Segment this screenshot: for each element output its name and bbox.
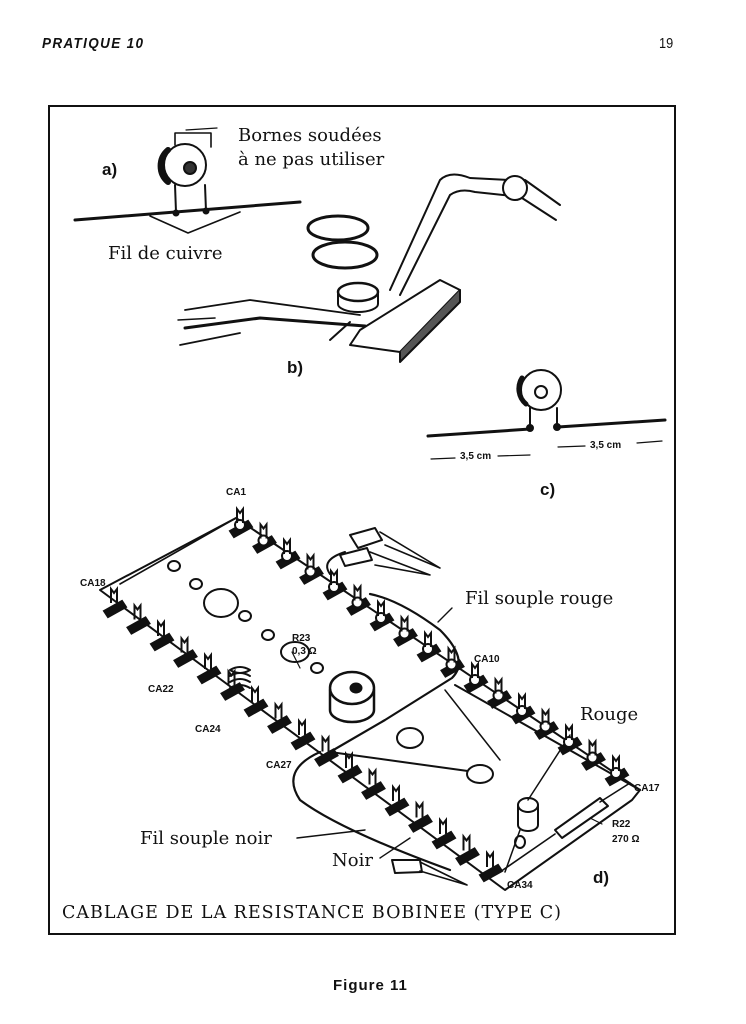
terminal-lug-icon <box>557 723 583 756</box>
terminal-lug-icon <box>196 652 222 685</box>
terminal-lug-icon <box>408 800 433 833</box>
callout-bornes-line2: à ne pas utiliser <box>238 149 385 170</box>
terminal-lug-icon <box>252 521 277 554</box>
panel-b-marker: b) <box>287 358 304 377</box>
callout-bornes-line1: Bornes soudées <box>238 125 382 146</box>
terminal-lug-icon <box>275 537 301 570</box>
terminal-lug-icon <box>581 738 606 771</box>
terminal-lug-icon <box>416 630 442 663</box>
terminal-lug-icon <box>346 583 371 616</box>
panel-b-drawing <box>177 173 561 363</box>
terminal-lug-icon <box>455 833 480 866</box>
r23-value: 0,3 Ω <box>292 646 317 657</box>
running-head: PRATIQUE 10 <box>42 35 145 52</box>
dimension-right: 3,5 cm <box>590 440 622 451</box>
terminal-lug-icon <box>299 552 324 585</box>
terminal-ca27: CA27 <box>266 760 292 771</box>
terminal-lug-icon <box>431 817 457 850</box>
terminal-lug-icon <box>534 707 559 740</box>
figure-frame <box>48 105 676 935</box>
terminal-lug-icon <box>463 661 489 694</box>
r22-name: R22 <box>612 819 631 830</box>
black-wire-label: Fil souple noir <box>140 828 272 849</box>
page-number: 19 <box>659 35 674 52</box>
terminal-lug-icon <box>361 767 386 800</box>
terminal-lug-icon <box>290 718 316 751</box>
terminal-lug-icon <box>322 568 348 601</box>
r23-name: R23 <box>292 633 311 644</box>
terminal-ca18: CA18 <box>80 578 106 589</box>
terminal-lug-icon <box>149 619 175 652</box>
terminal-lug-icon <box>228 506 254 539</box>
black-label: Noir <box>332 850 373 871</box>
terminal-lug-icon <box>243 685 269 718</box>
terminal-ca22: CA22 <box>148 684 174 695</box>
terminal-lug-icon <box>440 645 465 678</box>
terminal-lug-icon <box>102 586 128 619</box>
copper-wire-label: Fil de cuivre <box>108 243 223 264</box>
terminal-ca34: CA34 <box>507 880 533 891</box>
terminal-lug-icon <box>314 734 339 767</box>
terminal-lug-icon <box>393 614 418 647</box>
panel-a-drawing <box>73 127 302 234</box>
terminal-lug-icon <box>478 850 504 883</box>
terminal-lug-icon <box>126 602 151 635</box>
red-label: Rouge <box>580 704 639 725</box>
terminal-ca1: CA1 <box>226 487 247 498</box>
r22-value: 270 Ω <box>612 834 640 845</box>
terminal-lug-icon <box>267 701 292 734</box>
terminal-lug-icon <box>337 751 363 784</box>
panel-c-drawing <box>426 369 667 460</box>
terminal-lug-icon <box>604 754 630 787</box>
terminal-ca24: CA24 <box>195 724 221 735</box>
terminal-lug-icon <box>173 635 198 668</box>
terminal-ca17: CA17 <box>634 783 660 794</box>
terminal-lug-icon <box>369 599 395 632</box>
terminal-lug-icon <box>384 784 410 817</box>
terminal-ca10: CA10 <box>474 654 500 665</box>
panel-a-marker: a) <box>102 160 118 179</box>
terminal-lug-icon <box>220 668 245 701</box>
terminal-lug-icon <box>487 676 512 709</box>
terminal-lug-icon <box>510 692 536 725</box>
panel-c-marker: c) <box>540 480 556 499</box>
red-wire-label: Fil souple rouge <box>465 588 614 609</box>
dimension-left: 3,5 cm <box>460 451 492 462</box>
figure-caption: CABLAGE DE LA RESISTANCE BOBINEE (TYPE C… <box>62 903 562 923</box>
panel-d-marker: d) <box>593 868 610 887</box>
figure-label: Figure 11 <box>333 977 408 994</box>
